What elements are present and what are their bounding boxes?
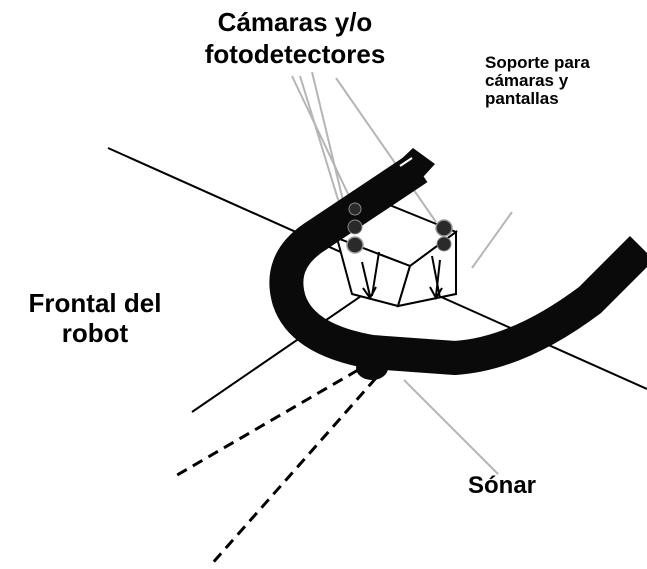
support-label-line2: cámaras y bbox=[485, 71, 569, 90]
cameras-label: Cámaras y/o fotodetectores bbox=[160, 6, 430, 70]
support-label-line3: pantallas bbox=[485, 89, 559, 108]
camera-icon bbox=[348, 202, 362, 216]
cameras-label-line1: Cámaras y/o bbox=[217, 7, 373, 37]
robot-front-label: Frontal del robot bbox=[0, 288, 190, 348]
sonar-beam-right bbox=[208, 377, 378, 567]
support-label: Soporte para cámaras y pantallas bbox=[485, 54, 635, 128]
sonar-sensor-icon bbox=[356, 356, 388, 380]
camera-stack-right bbox=[435, 219, 453, 252]
robot-frame-tube bbox=[269, 153, 647, 375]
camera-icon bbox=[436, 236, 452, 252]
camera-icon bbox=[347, 219, 363, 235]
camera-icon bbox=[435, 219, 453, 237]
tube-highlight bbox=[399, 157, 413, 167]
support-label-line1: Soporte para bbox=[485, 54, 590, 72]
view-arrows bbox=[361, 259, 443, 301]
robot-front-label-line2: robot bbox=[61, 318, 129, 348]
cameras-label-line2: fotodetectores bbox=[204, 39, 386, 69]
tube-end-cap bbox=[395, 148, 435, 187]
sonar-label: Sónar bbox=[468, 472, 537, 499]
sonar-beam-left bbox=[171, 368, 359, 480]
camera-icon bbox=[346, 236, 364, 254]
robot-front-label-line1: Frontal del bbox=[28, 288, 162, 318]
camera-stack-left bbox=[346, 202, 364, 254]
